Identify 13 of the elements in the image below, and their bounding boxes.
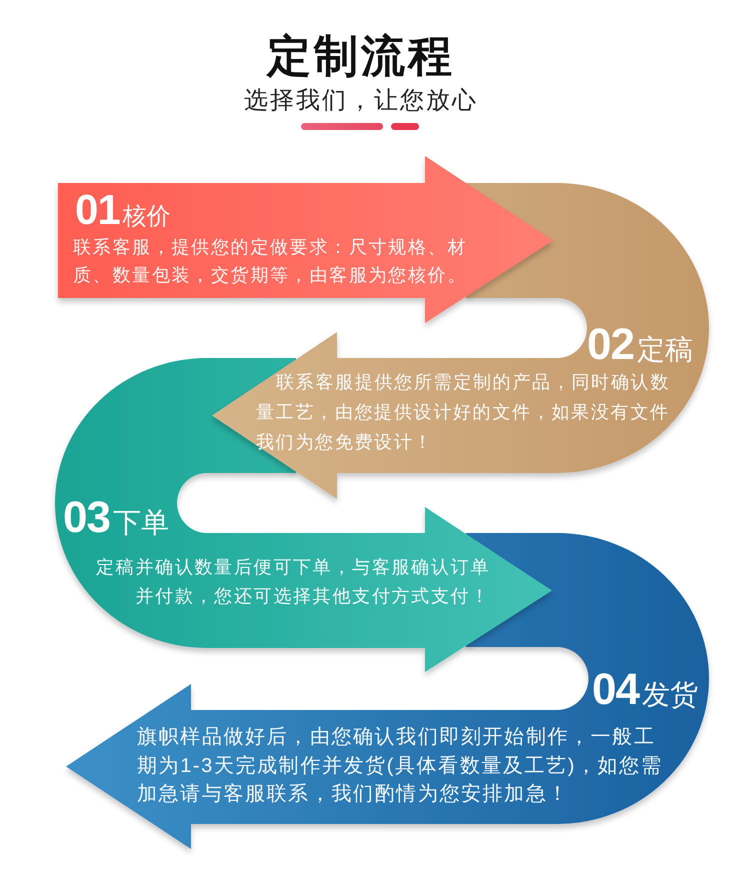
step-description: 联系客服提供您所需定制的产品，同时确认数量工艺，由您提供设计好的文件，如果没有文件我们为您免费设计！ <box>256 371 671 454</box>
step-description: 定稿并确认数量后便可下单，与客服确认订单并付款，您还可选择其他支付方式支付！ <box>95 556 490 608</box>
step-heading: 02定稿 <box>587 321 693 371</box>
step-description: 联系客服，提供您的定做要求：尺寸规格、材质、数量包装，交货期等，由客服为您核价。 <box>73 236 468 287</box>
step-heading: 01核价 <box>75 186 171 235</box>
step-ribbon <box>55 358 552 672</box>
step-ribbon <box>58 156 553 323</box>
step-heading: 04发货 <box>592 666 698 716</box>
subtitle: 选择我们，让您放心 <box>244 86 478 116</box>
title: 定制流程 <box>267 32 455 82</box>
step-description: 旗帜样品做好后，由您确认我们即刻开始制作，一般工期为1-3天完成制作并发货(具体看数量及工艺)，如您需加急请与客服联系，我们酌情为您安排加急！ <box>137 725 664 807</box>
step-ribbon <box>212 183 709 499</box>
step-heading: 03下单 <box>63 494 169 544</box>
